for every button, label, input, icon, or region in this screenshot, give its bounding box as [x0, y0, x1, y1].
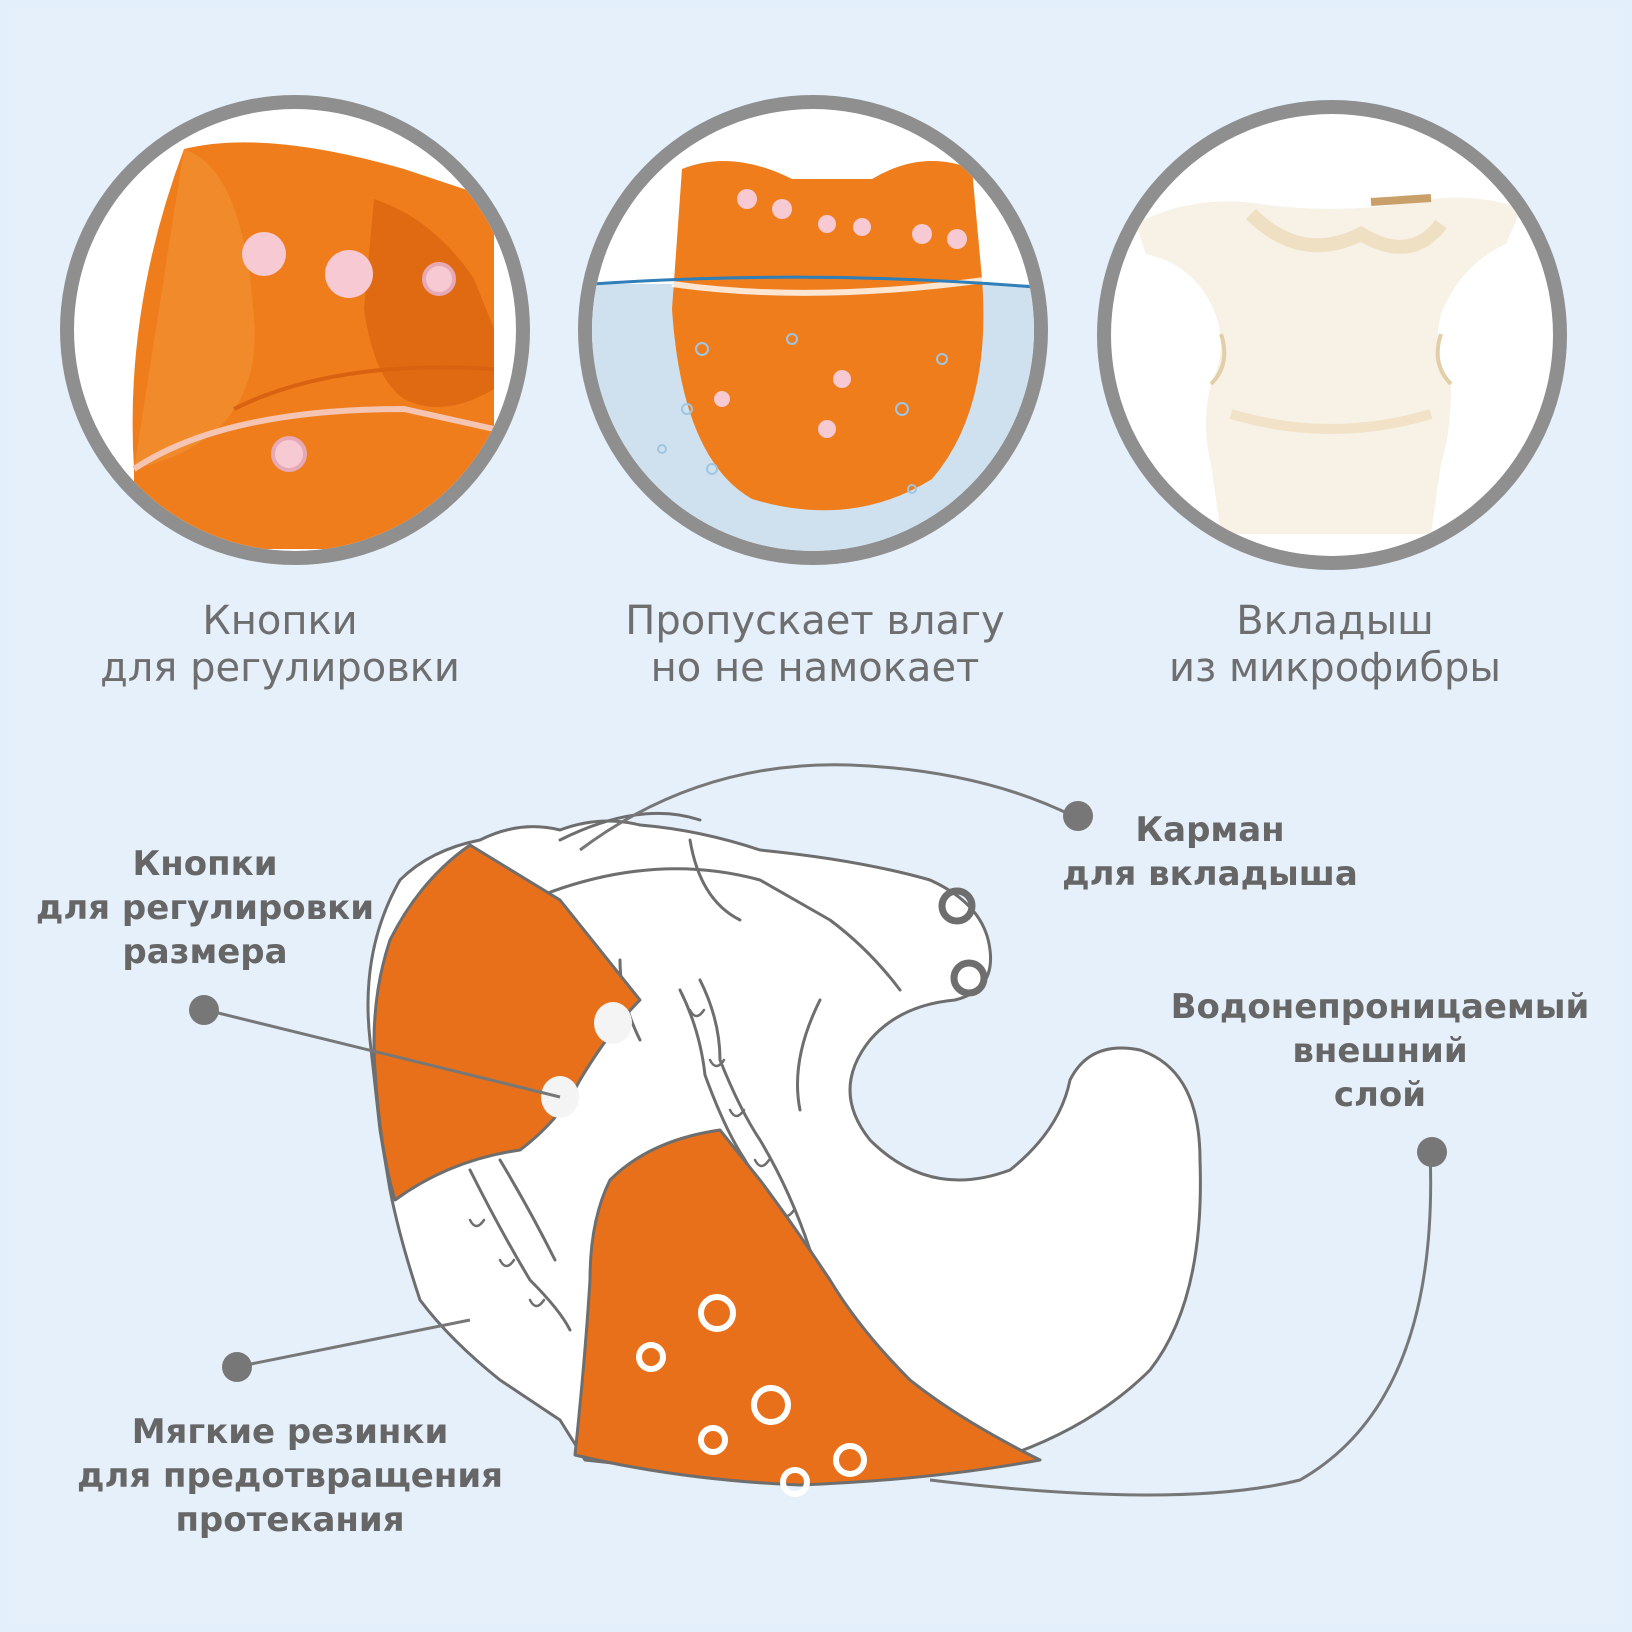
callout-outer-layer: Водонепроницаемый внешний слой: [1170, 987, 1590, 1115]
callout-pocket: Карман для вкладыша: [1062, 810, 1358, 894]
microfiber-insert-photo-icon: [1111, 114, 1553, 556]
feature-caption-buttons: Кнопки для регулировки: [100, 598, 460, 691]
snap-buttons-photo: [60, 95, 530, 565]
microfiber-insert-photo: [1097, 100, 1567, 570]
feature-caption-waterproof: Пропускает влагу но не намокает: [625, 598, 1005, 691]
callout-buttons: Кнопки для регулировки размера: [35, 844, 375, 972]
callout-elastics: Мягкие резинки для предотвращения протек…: [76, 1412, 504, 1540]
feature-caption-insert: Вкладыш из микрофибры: [1168, 598, 1501, 691]
snap-buttons-photo-icon: [74, 109, 516, 551]
waterproof-photo: [578, 95, 1048, 565]
